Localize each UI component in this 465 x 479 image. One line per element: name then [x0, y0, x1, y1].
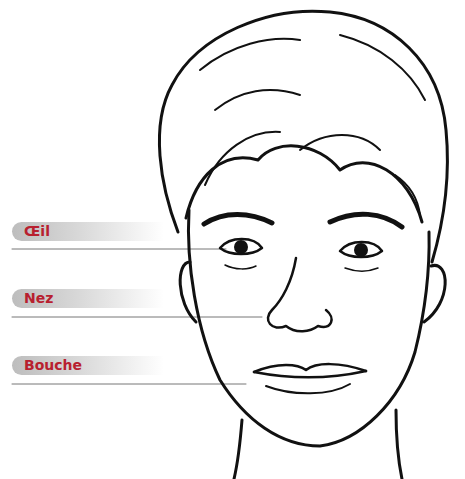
leader-lines — [12, 249, 262, 384]
label-tag: Nez — [12, 289, 164, 308]
part-name: Nez — [24, 289, 53, 308]
part-name: Œil — [24, 222, 50, 241]
label-tag: Bouche — [12, 356, 164, 375]
label-tag: Œil — [12, 222, 164, 241]
part-name: Bouche — [24, 356, 82, 375]
